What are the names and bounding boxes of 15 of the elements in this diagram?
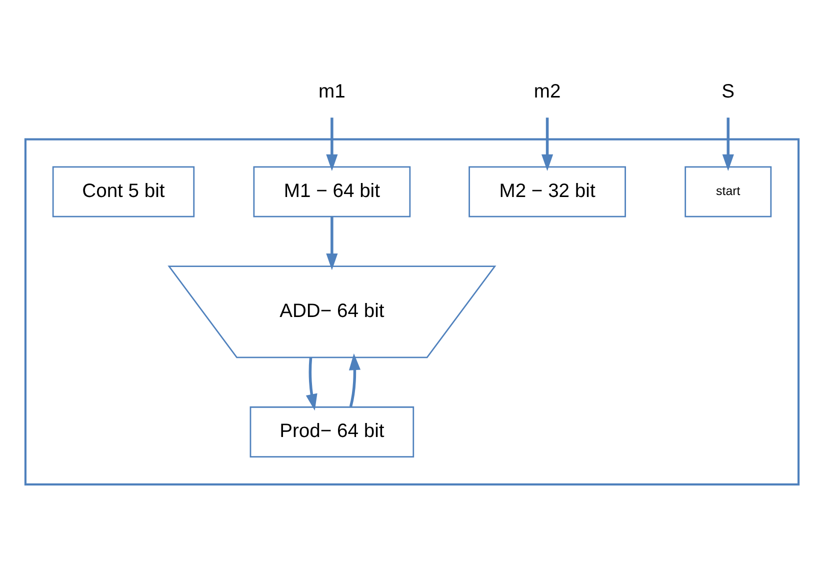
node-text: m1 xyxy=(318,81,346,102)
arrow xyxy=(541,118,554,171)
node-box: Cont 5 bit xyxy=(52,166,195,218)
node-box: M1 − 64 bit xyxy=(253,166,411,218)
arrow xyxy=(306,358,318,411)
arrow xyxy=(348,353,361,407)
node-box: Prod− 64 bit xyxy=(250,406,414,458)
node-box: M2 − 32 bit xyxy=(468,166,626,218)
node-box: start xyxy=(684,166,772,218)
cluster xyxy=(24,138,800,486)
arrow xyxy=(326,118,338,171)
arrow xyxy=(722,118,734,171)
node-text: m2 xyxy=(534,81,561,102)
node-text: S xyxy=(722,81,735,102)
arrow xyxy=(326,216,338,270)
